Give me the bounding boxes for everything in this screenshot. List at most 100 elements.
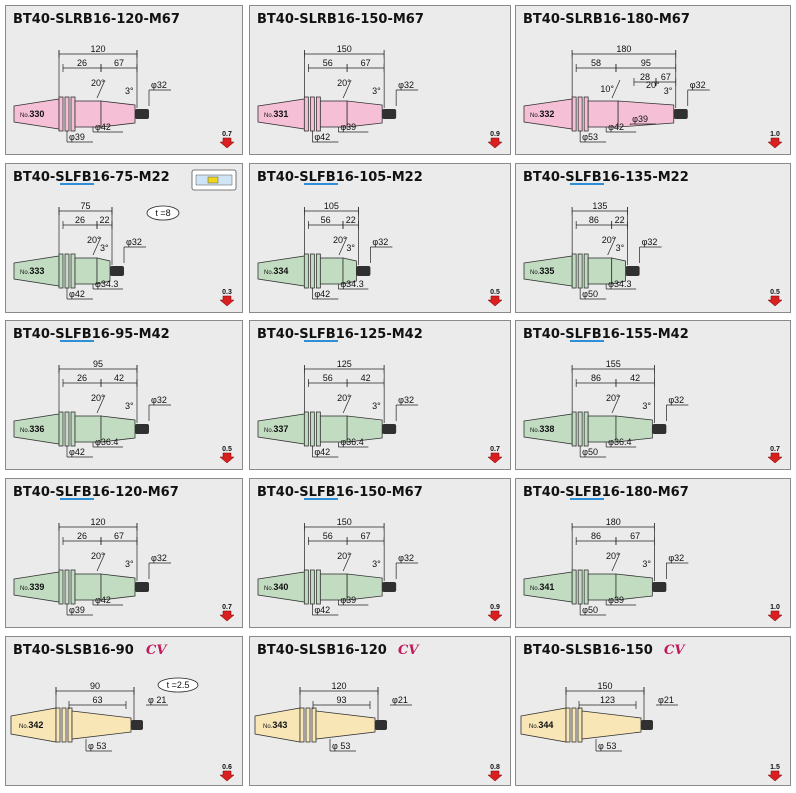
flange-rib xyxy=(583,253,589,289)
angle-line xyxy=(338,236,348,256)
part-number: No.344 xyxy=(529,720,553,730)
part-number-value: 344 xyxy=(538,720,553,730)
dim-body: 26 xyxy=(77,58,87,68)
part-number-prefix: No. xyxy=(20,270,30,276)
dim-shank-dia: φ32 xyxy=(668,395,684,405)
dim-length: 120 xyxy=(90,517,105,527)
flange-rib xyxy=(315,96,321,132)
holder-nose xyxy=(96,257,111,285)
series-code: SLFB xyxy=(565,170,601,185)
dim-length: 90 xyxy=(90,681,100,691)
title-part: 16-155-M42 xyxy=(602,327,689,342)
dim-length: 180 xyxy=(606,517,621,527)
dim-flange-dia: φ53 xyxy=(582,132,598,142)
scale-label: 0.6 xyxy=(222,764,232,771)
cv-badge: CV xyxy=(146,643,168,658)
dim-nose: 67 xyxy=(114,58,124,68)
dim-length: 105 xyxy=(324,201,339,211)
dim-nose: 95 xyxy=(641,58,651,68)
dim-body-dia: φ39 xyxy=(340,122,356,132)
part-number-prefix: No. xyxy=(264,113,274,119)
dim-length: 120 xyxy=(90,44,105,54)
scale-label: 0.5 xyxy=(490,289,500,296)
part-number-prefix: No. xyxy=(264,270,274,276)
dim-shank-dia: φ32 xyxy=(642,237,658,247)
cutter-shank xyxy=(652,424,667,434)
series-code: SLFB xyxy=(55,327,91,342)
part-number-value: 341 xyxy=(539,582,554,592)
cutter-shank xyxy=(135,582,149,592)
flange-rib xyxy=(571,569,577,605)
series-code: SLFB xyxy=(299,170,335,185)
title-part: BT40- xyxy=(257,485,299,500)
part-number-prefix: No. xyxy=(529,724,539,730)
part-number-prefix: No. xyxy=(20,428,30,434)
dim-flange-dia: φ39 xyxy=(69,605,85,615)
flange-rib xyxy=(64,253,70,289)
part-number-value: 342 xyxy=(28,720,43,730)
dim-nose: 22 xyxy=(99,215,109,225)
thickness-badge xyxy=(157,677,199,693)
model-title: BT40-SLFB16-105-M22 xyxy=(257,170,423,185)
dim-body-dia: φ34.3 xyxy=(608,279,631,289)
angle-line xyxy=(611,394,621,414)
model-title: BT40-SLRB16-150-M67 xyxy=(257,12,424,27)
title-part: BT40- xyxy=(523,170,565,185)
angle-label-10: 10° xyxy=(600,84,614,94)
flange-rib xyxy=(577,411,583,447)
cutter-shank xyxy=(131,720,143,730)
flange-rib xyxy=(61,707,67,743)
down-arrow-icon xyxy=(487,452,503,464)
part-number: No.334 xyxy=(264,266,288,276)
dim-length: 120 xyxy=(331,681,346,691)
part-number-value: 340 xyxy=(273,582,288,592)
flange-rib xyxy=(571,253,577,289)
dim-flange-dia: φ42 xyxy=(314,289,330,299)
cone-body xyxy=(315,710,376,740)
cutter-shank xyxy=(382,582,397,592)
angle-line xyxy=(92,236,102,256)
dim-shank-dia: φ32 xyxy=(151,553,167,563)
title-part: BT40- xyxy=(257,170,299,185)
dim-body: 58 xyxy=(591,58,601,68)
dim-shank-dia: φ21 xyxy=(658,695,674,705)
dim-nose: 22 xyxy=(346,215,356,225)
dim-body-dia: φ34.3 xyxy=(95,279,118,289)
cutter-shank xyxy=(625,266,640,276)
part-number: No.341 xyxy=(530,582,554,592)
part-number-value: 333 xyxy=(29,266,44,276)
title-part: BT40- xyxy=(523,485,565,500)
dim-nose: 67 xyxy=(630,531,640,541)
dim-nose: 42 xyxy=(114,373,124,383)
angle-line xyxy=(611,79,621,99)
part-number-value: 335 xyxy=(539,266,554,276)
model-title: BT40-SLFB16-135-M22 xyxy=(523,170,689,185)
title-part: BT40- xyxy=(13,170,55,185)
scale-label: 0.7 xyxy=(770,446,780,453)
dim-length: 75 xyxy=(80,201,90,211)
model-title: BT40-SLSB16-120 xyxy=(257,643,387,658)
holder-body xyxy=(74,257,98,285)
series-code: SLFB xyxy=(565,485,601,500)
flange-rib xyxy=(303,253,309,289)
part-number-prefix: No. xyxy=(264,428,274,434)
flange-rib xyxy=(583,569,589,605)
angle-line xyxy=(342,79,352,99)
part-number-prefix: No. xyxy=(530,113,540,119)
dim-shank-dia: φ32 xyxy=(398,553,414,563)
flange-rib xyxy=(58,96,64,132)
dim-body-dia: φ34.3 xyxy=(340,279,363,289)
part-number-prefix: No. xyxy=(264,586,274,592)
flange-rib xyxy=(64,569,70,605)
part-number-prefix: No. xyxy=(20,113,30,119)
dim-body-dia: φ36.4 xyxy=(340,437,363,447)
title-part: 16-95-M42 xyxy=(92,327,170,342)
thickness-label: t =8 xyxy=(155,208,170,218)
